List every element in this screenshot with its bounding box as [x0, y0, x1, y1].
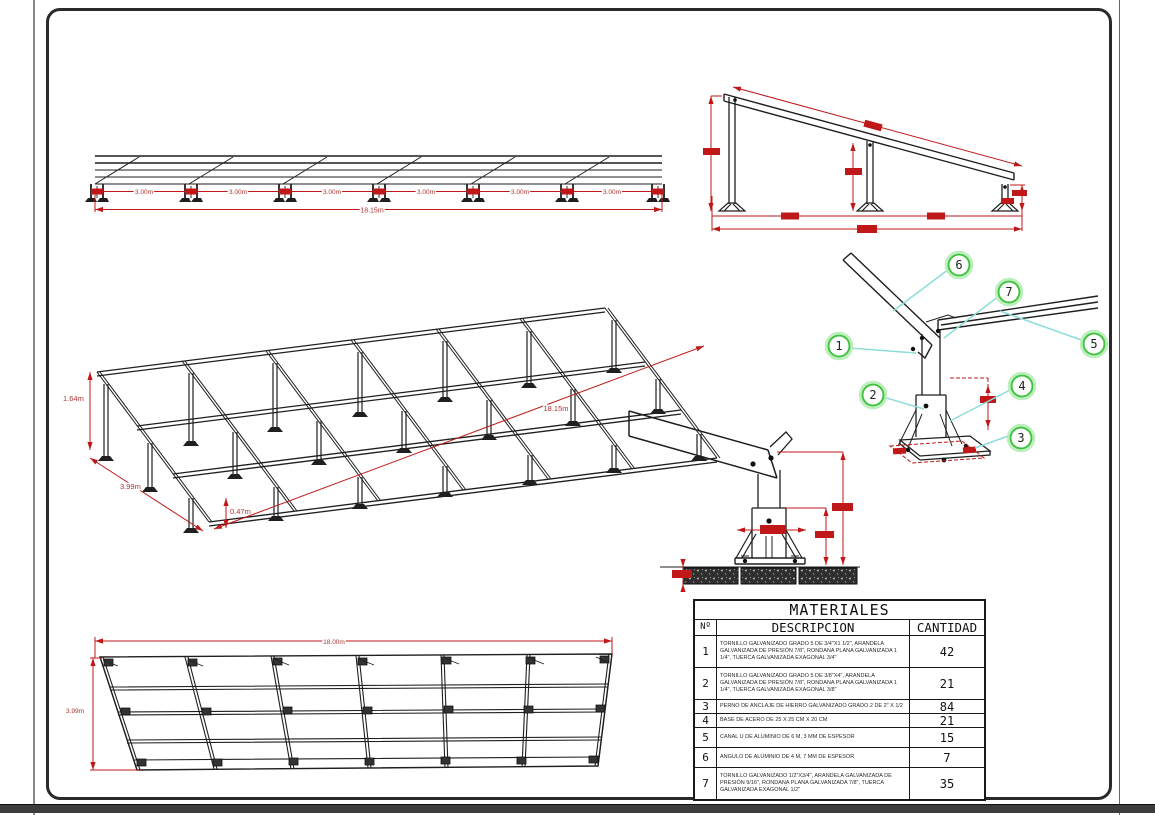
sheet-border-frame	[46, 8, 1112, 800]
header-descripcion: DESCRIPCION	[717, 620, 910, 635]
callout-6: 6	[955, 258, 962, 272]
table-row: 5 CANAL U DE ALUMINIO DE 6 M, 3 MM DE ES…	[695, 728, 984, 748]
row-desc: TORNILLO GALVANIZADO 1/2"X3/4", ARANDELA…	[717, 768, 910, 799]
table-row: 6 ANGULO DE ALUMINIO DE 4 M, 7 MM DE ESP…	[695, 748, 984, 768]
table-row: 2 TORNILLO GALVANIZADO GRADO 5 DE 3/8"X4…	[695, 668, 984, 700]
row-qty: 84	[939, 699, 955, 714]
dim-label-bay-4: 3.00m	[417, 189, 435, 196]
dim-label-iso-length: 18.15m	[543, 404, 568, 413]
row-qty: 21	[939, 676, 955, 691]
dim-label-bay-3: 3.00m	[323, 189, 341, 196]
dim-label-bay-2: 3.00m	[229, 189, 247, 196]
row-desc: TORNILLO GALVANIZADO GRADO 5 DE 3/8"X4",…	[717, 668, 910, 699]
materials-table: MATERIALES Nº DESCRIPCION CANTIDAD 1 TOR…	[693, 599, 986, 801]
dim-label-plan-length: 18.00m	[323, 639, 345, 646]
dim-label-iso-post: 0.47m	[230, 507, 251, 516]
side-elevation-view: 3.00m 3.00m 3.00m 3.00m 3.00m 3.00m 18.1…	[85, 155, 670, 216]
materials-table-header: Nº DESCRIPCION CANTIDAD	[695, 620, 984, 636]
row-num: 7	[695, 768, 717, 799]
callout-4: 4	[1018, 379, 1025, 393]
row-qty: 21	[939, 713, 955, 728]
row-qty: 42	[939, 644, 955, 659]
row-desc: PERNO DE ANCLAJE DE HIERRO GALVANIZADO G…	[717, 700, 910, 713]
callout-1: 1	[835, 339, 842, 353]
row-desc: TORNILLO GALVANIZADO GRADO 5 DE 3/4"X1 1…	[717, 636, 910, 667]
table-row: 3 PERNO DE ANCLAJE DE HIERRO GALVANIZADO…	[695, 700, 984, 714]
callout-bubbles: 6 7 1 5 2 4 3	[824, 250, 1109, 453]
dim-label-plan-width: 3.99m	[66, 708, 84, 715]
foundation-detail-view	[628, 410, 860, 592]
row-qty: 7	[943, 750, 951, 765]
table-row: 1 TORNILLO GALVANIZADO GRADO 5 DE 3/4"X1…	[695, 636, 984, 668]
row-num: 3	[695, 700, 717, 713]
callout-5: 5	[1090, 337, 1097, 351]
dim-label-bay-1: 3.00m	[135, 189, 153, 196]
header-cantidad: CANTIDAD	[916, 620, 978, 635]
row-num: 5	[695, 728, 717, 747]
dim-label-bay-5: 3.00m	[511, 189, 529, 196]
right-margin-rule	[1119, 0, 1120, 815]
row-qty: 35	[939, 776, 955, 791]
row-qty: 15	[939, 730, 955, 745]
dim-label-iso-width: 3.99m	[120, 482, 141, 491]
row-desc: CANAL U DE ALUMINIO DE 6 M, 3 MM DE ESPE…	[717, 728, 910, 747]
connection-detail-view: 6 7 1 5 2 4 3	[824, 250, 1109, 464]
isometric-view: 1.64m 3.99m 0.47m 18.15m	[62, 307, 721, 533]
materials-table-title: MATERIALES	[695, 601, 984, 620]
dim-label-bay-6: 3.00m	[603, 189, 621, 196]
callout-3: 3	[1017, 431, 1024, 445]
row-num: 1	[695, 636, 717, 667]
header-num: Nº	[695, 620, 717, 635]
table-row: 7 TORNILLO GALVANIZADO 1/2"X3/4", ARANDE…	[695, 768, 984, 799]
left-margin-rule	[33, 0, 35, 815]
bottom-title-bar	[0, 804, 1155, 813]
row-num: 6	[695, 748, 717, 767]
callout-7: 7	[1005, 285, 1012, 299]
dim-label-iso-height: 1.64m	[63, 394, 84, 403]
cross-section-view	[703, 86, 1027, 233]
plan-view: 18.00m 3.99m	[65, 637, 613, 771]
table-row: 4 BASE DE ACERO DE 25 X 25 CM X 20 CM 21	[695, 714, 984, 728]
row-desc: BASE DE ACERO DE 25 X 25 CM X 20 CM	[717, 714, 910, 727]
row-num: 4	[695, 714, 717, 727]
row-desc: ANGULO DE ALUMINIO DE 4 M, 7 MM DE ESPES…	[717, 748, 910, 767]
row-num: 2	[695, 668, 717, 699]
dim-label-elevation-total: 18.15m	[360, 208, 384, 215]
callout-2: 2	[869, 388, 876, 402]
